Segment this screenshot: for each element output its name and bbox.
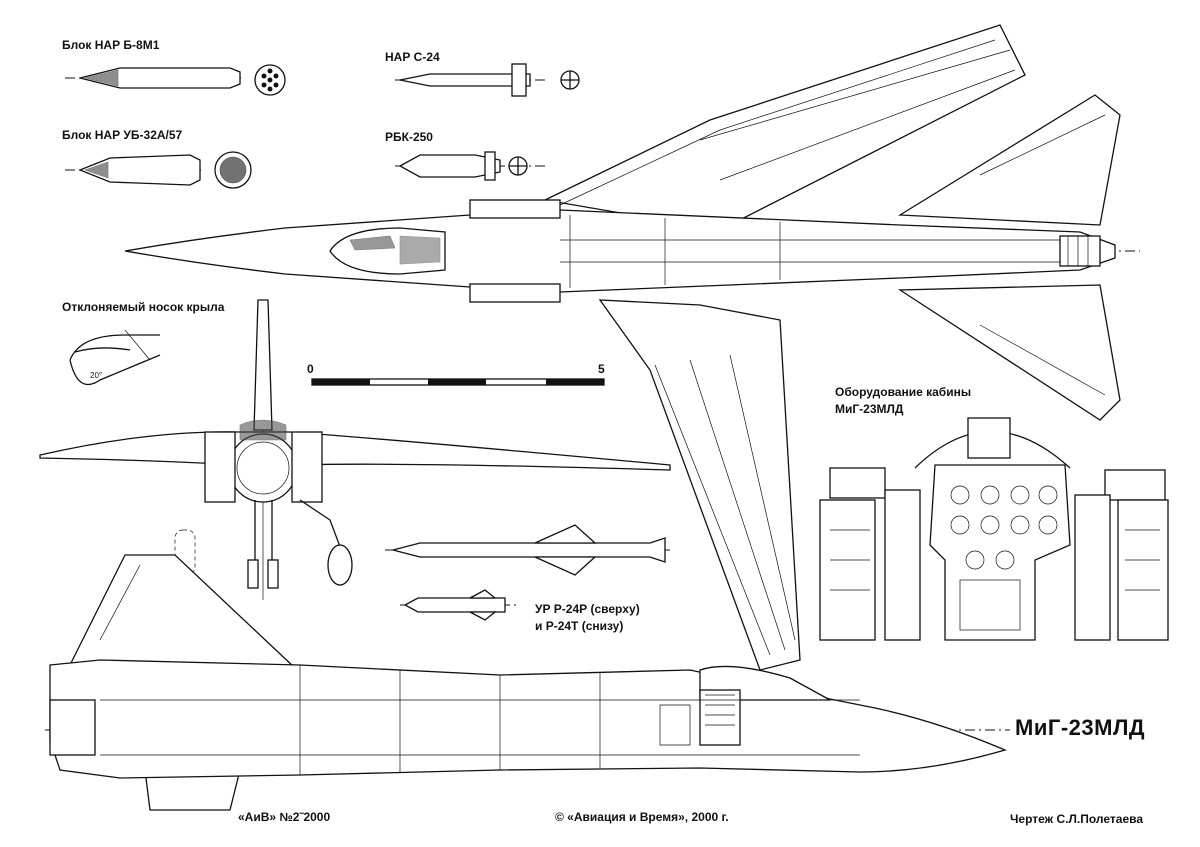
top-view-aircraft [124,24,1140,671]
scale-end-label: 5 [598,362,605,376]
rocket-pod-b8m1-drawing [65,64,286,96]
aircraft-name-title: МиГ-23МЛД [1015,715,1146,740]
label-cockpit-equipment-line1: Оборудование кабины [835,385,972,399]
cockpit-equipment-drawing [819,417,1169,641]
rocket-s24-drawing [395,63,580,97]
label-missiles-line2: и Р-24Т (снизу) [535,619,624,633]
scale-bar [311,378,605,386]
label-wing-leading-edge: Отклоняемый носок крыла [62,300,225,314]
front-view-aircraft [39,299,671,600]
scale-start-label: 0 [307,362,314,376]
footer-drafter: Чертеж С.Л.Полетаева [1010,812,1144,826]
wing-angle-label: 20° [90,371,102,380]
footer-copyright: © «Авиация и Время», 2000 г. [555,810,729,824]
label-cluster-bomb-rbk250: РБК-250 [385,130,433,144]
missile-r24r-drawing [385,524,670,576]
rocket-pod-ub32-drawing [65,151,252,189]
cluster-bomb-rbk250-drawing [395,151,545,181]
label-rocket-pod-ub32: Блок НАР УБ-32А/57 [62,128,183,142]
label-rocket-pod-b8m1: Блок НАР Б-8М1 [62,38,160,52]
label-missiles-line1: УР Р-24Р (сверху) [535,602,640,616]
wing-leading-edge-detail: 20° [69,329,161,386]
label-rocket-s24: НАР С-24 [385,50,440,64]
label-cockpit-equipment-line2: МиГ-23МЛД [835,402,904,416]
side-view-aircraft [45,554,1010,811]
missile-r24t-drawing [400,589,520,621]
footer-issue: «АиВ» №2˜2000 [238,810,331,824]
